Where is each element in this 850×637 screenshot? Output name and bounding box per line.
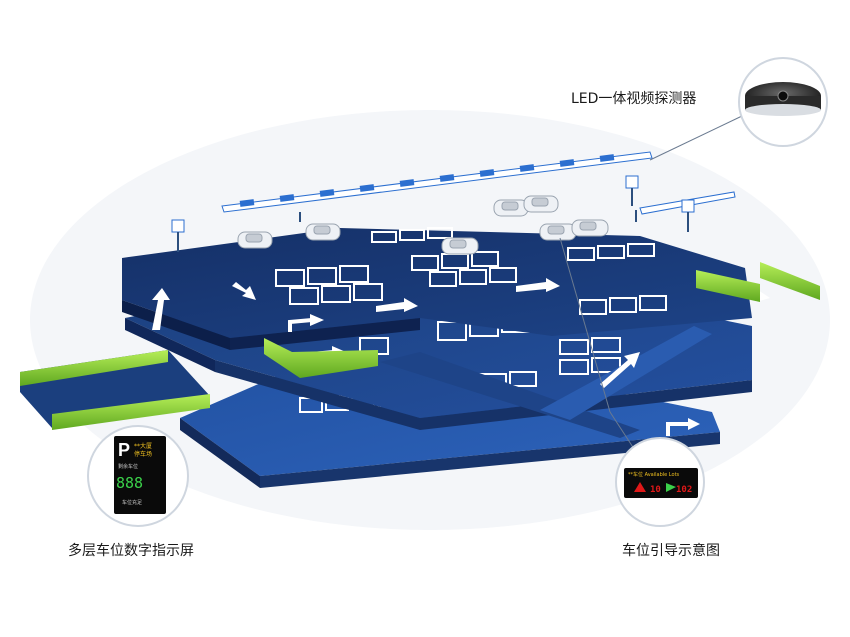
parking-slots-top	[275, 227, 667, 315]
turn-arrow-lower	[666, 422, 690, 436]
car-1	[237, 231, 273, 249]
screen-digits: 888	[116, 474, 143, 492]
car-6	[539, 223, 577, 241]
guidance-screen-callout: **车位 Available Lots 10 102	[615, 437, 705, 527]
caption-led-detector: LED一体视频探测器	[571, 91, 697, 107]
multi-level-screen	[114, 436, 166, 514]
parked-cars	[237, 195, 609, 255]
screen-subtitle: 剩余车位	[118, 463, 138, 470]
caption-guidance-diagram: 车位引导示意图	[622, 543, 720, 559]
multi-level-screen-callout: P **大厦 停车场 剩余车位 888 车位充足	[87, 425, 189, 527]
arrow-up-icon	[634, 482, 646, 492]
led-detector-callout	[738, 57, 828, 147]
ramp-arrow	[600, 352, 640, 388]
guidance-left-value: 10	[650, 485, 661, 495]
post-screens	[171, 175, 695, 252]
guidance-right-value: 102	[676, 485, 692, 495]
screen-footer: 车位充足	[122, 499, 142, 506]
barrier-gates	[221, 151, 736, 222]
screen-title-1: **大厦	[134, 442, 152, 450]
entrance-lanes-left	[20, 262, 820, 430]
car-7	[571, 219, 609, 237]
screen-p-letter: P	[118, 440, 130, 460]
arrow-down-left	[232, 282, 256, 300]
turn-arrow-top	[288, 318, 313, 332]
car-4	[493, 199, 529, 217]
screen-title-2: 停车场	[134, 450, 152, 458]
car-5	[523, 195, 559, 213]
arrow-right-2	[516, 278, 560, 292]
caption-multi-level-screen: 多层车位数字指示屏	[68, 543, 194, 559]
guidance-header: **车位 Available Lots	[628, 471, 680, 478]
arrow-right-1	[376, 298, 418, 312]
floor-top	[122, 227, 770, 362]
car-2	[305, 223, 341, 241]
arrow-right-icon	[666, 483, 676, 492]
car-3	[441, 237, 479, 255]
ramp-diagonal	[380, 326, 712, 438]
ramp-up-arrow	[152, 288, 170, 330]
